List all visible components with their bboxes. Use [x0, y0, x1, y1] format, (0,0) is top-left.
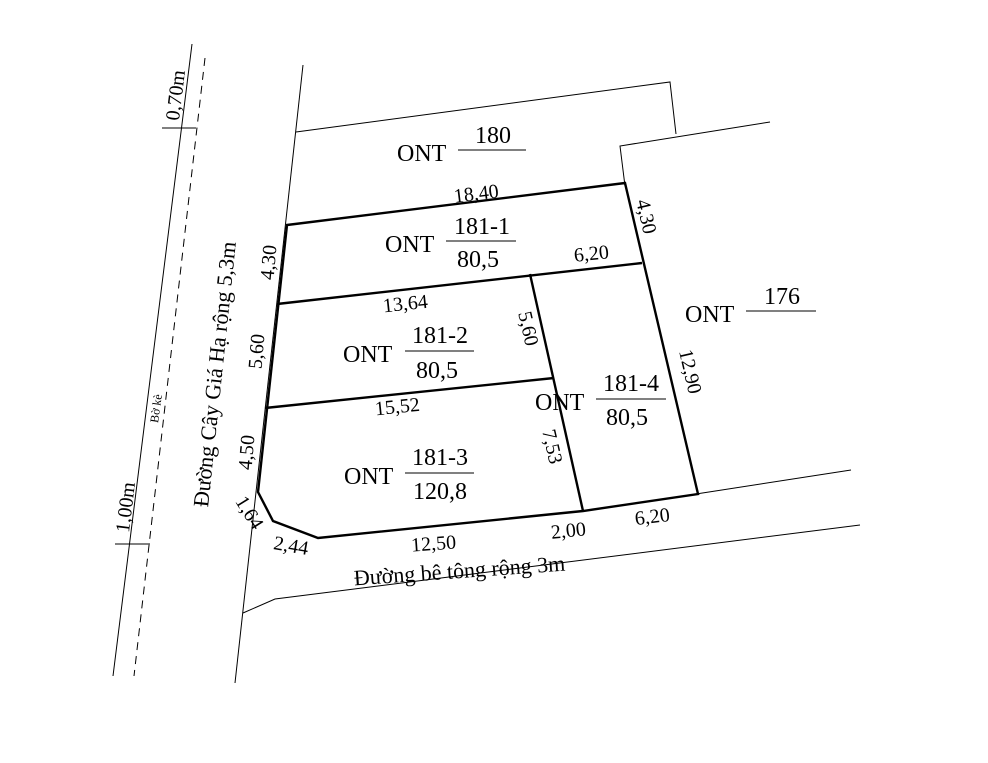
- parcel-181-1-label: ONT 181-1 80,5: [385, 214, 516, 273]
- dim-left-top: 4,30: [257, 244, 282, 281]
- divider-181-2-181-3: [264, 376, 555, 410]
- parcel-code: ONT: [343, 342, 393, 368]
- dim-left-bottom: 4,50: [235, 434, 260, 471]
- parcel-181-4-label: ONT 181-4 80,5: [535, 371, 666, 431]
- dim-mid-right: 6,20: [573, 241, 610, 267]
- parcel-180-boundary: [295, 81, 677, 135]
- dim-bottom-main: 12,50: [410, 531, 456, 556]
- embankment-line: [133, 57, 206, 677]
- road-bottom-upper-edge: [695, 469, 852, 495]
- dim-mid-top: 13,64: [382, 291, 429, 318]
- parcel-code: ONT: [535, 390, 585, 416]
- main-lot-outline: [256, 181, 700, 540]
- parcel-code: ONT: [397, 141, 447, 167]
- road-left-edge: [112, 43, 193, 677]
- dim-corner-b: 2,44: [272, 532, 310, 560]
- road-bottom-lower-edge: [242, 524, 861, 614]
- dim-top: 18,40: [453, 180, 500, 207]
- embankment-label: Bờ kè: [147, 393, 165, 423]
- parcel-boundaries: [256, 181, 700, 540]
- width-label-top: 0,70m: [162, 68, 190, 121]
- parcel-number: 181-3: [412, 445, 468, 471]
- parcel-area: 80,5: [416, 358, 458, 384]
- parcel-labels: ONT 180 ONT 181-1 80,5 ONT 181-2 80,5 ON…: [343, 123, 816, 505]
- road-right-edge: [234, 64, 304, 684]
- parcel-code: ONT: [344, 464, 394, 490]
- divider-181-1-181-2: [276, 261, 643, 306]
- parcel-code: ONT: [685, 302, 735, 328]
- dim-bottom-right: 6,20: [634, 504, 671, 530]
- parcel-181-3-label: ONT 181-3 120,8: [344, 445, 474, 505]
- dim-mid-bottom: 15,52: [374, 394, 421, 421]
- left-road-label: Đường Cây Giá Hạ rộng 5,3m: [188, 240, 241, 508]
- parcel-number: 181-1: [454, 214, 510, 240]
- dim-bottom-mid: 2,00: [550, 518, 587, 544]
- dim-right-long: 12,90: [674, 347, 706, 396]
- parcel-number: 181-2: [412, 323, 468, 349]
- parcel-code: ONT: [385, 232, 435, 258]
- divider-181-4-west: [528, 273, 585, 512]
- parcel-area: 120,8: [413, 479, 467, 505]
- parcel-176-boundary: [619, 121, 771, 187]
- parcel-180-label: ONT 180: [397, 123, 526, 167]
- context-lines: [112, 43, 861, 684]
- parcel-181-2-label: ONT 181-2 80,5: [343, 323, 474, 384]
- dim-left-mid: 5,60: [245, 333, 270, 370]
- parcel-number: 181-4: [603, 371, 659, 397]
- parcel-176-label: ONT 176: [685, 284, 816, 328]
- parcel-number: 180: [475, 123, 511, 149]
- dim-inner-lower: 7,53: [537, 427, 566, 466]
- width-label-bottom: 1,00m: [112, 480, 140, 533]
- parcel-area: 80,5: [457, 247, 499, 273]
- parcel-number: 176: [764, 284, 800, 310]
- parcel-area: 80,5: [606, 405, 648, 431]
- bottom-road-label: Đường bê tông rộng 3m: [353, 551, 566, 591]
